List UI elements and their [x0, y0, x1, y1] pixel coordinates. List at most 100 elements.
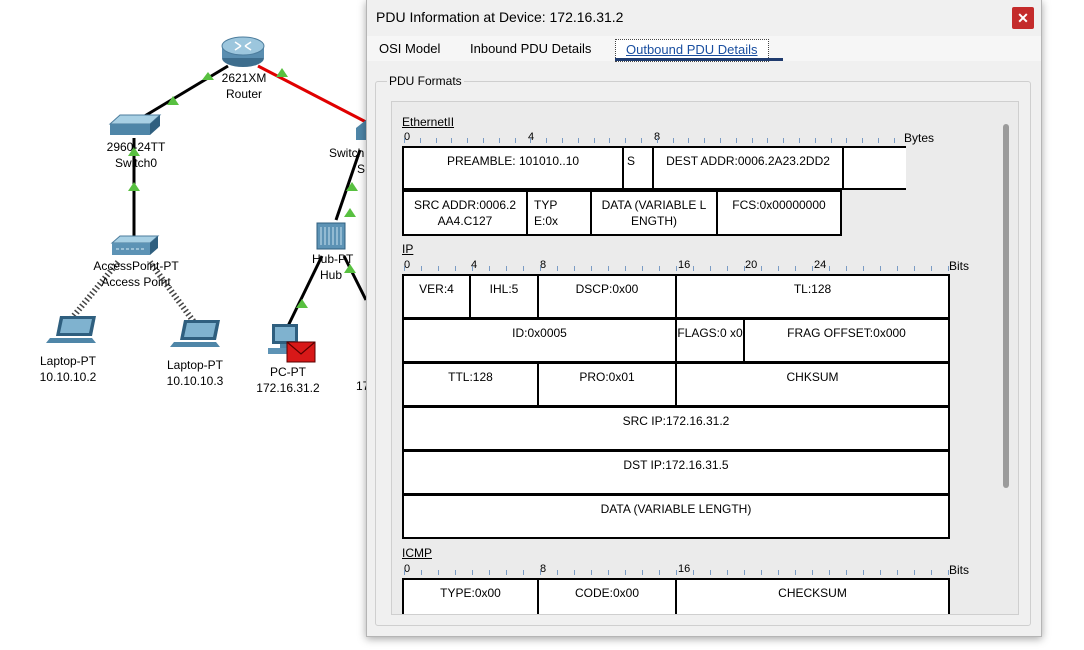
ip-ruler: 0 4 8 16 20 24: [404, 259, 914, 271]
ruler-tick: [914, 570, 915, 575]
router-icon[interactable]: [221, 36, 265, 67]
icmp-section-title: ICMP: [402, 546, 432, 560]
switch-icon[interactable]: [356, 120, 366, 140]
ruler-tick: [751, 138, 753, 143]
ruler-tick: [438, 570, 439, 575]
ruler-tick: [693, 570, 694, 575]
ruler-tick: [514, 138, 516, 143]
ruler-tick: [672, 138, 674, 143]
ruler-tick: [557, 266, 558, 271]
ruler-label: 8: [654, 131, 661, 143]
switch1-name-label: S: [357, 162, 365, 176]
laptop-icon[interactable]: [46, 316, 96, 343]
ruler-tick: [608, 570, 609, 575]
access-point-icon[interactable]: [110, 235, 160, 255]
dialog-title: PDU Information at Device: 172.16.31.2: [376, 9, 624, 25]
laptop1-model-label: Laptop-PT: [40, 354, 97, 368]
ruler-tick: [693, 266, 694, 271]
ruler-tick: [574, 266, 575, 271]
ruler-tick: [931, 266, 932, 271]
link-up-marker: [167, 96, 179, 105]
tab-bar: OSI Model Inbound PDU Details Outbound P…: [367, 36, 1041, 62]
ip-id-field: ID:0x0005: [402, 318, 677, 363]
ruler-tick: [608, 266, 609, 271]
link-router-switch0[interactable]: [137, 64, 229, 122]
ruler-tick: [591, 570, 592, 575]
ruler-tick: [767, 138, 769, 143]
ruler-tick: [659, 266, 660, 271]
ruler-tick: [761, 570, 762, 575]
envelope-icon[interactable]: [286, 341, 316, 363]
link-hub-pc[interactable]: [286, 255, 324, 327]
eth-sfd-field: S: [622, 146, 654, 190]
ruler-tick: [783, 138, 785, 143]
ruler-tick: [593, 138, 595, 143]
laptop2-model-label: Laptop-PT: [167, 358, 224, 372]
ip-section-title: IP: [402, 242, 414, 256]
ip-chksum-field: CHKSUM: [675, 362, 950, 407]
ethernet-unit-label: Bytes: [904, 131, 935, 145]
ruler-tick: [897, 266, 898, 271]
ruler-tick: [451, 138, 453, 143]
ruler-tick: [830, 138, 832, 143]
ip-unit-label: Bits: [949, 259, 970, 273]
ruler-tick: [744, 570, 745, 575]
ruler-tick: [609, 138, 611, 143]
ruler-tick: [404, 266, 405, 271]
ruler-tick: [472, 570, 473, 575]
eth-data-field: DATA (VARIABLE L ENGTH): [590, 190, 718, 236]
ruler-tick: [799, 138, 800, 143]
ruler-tick: [467, 138, 469, 143]
ruler-tick: [863, 570, 864, 575]
laptop-icon[interactable]: [170, 320, 220, 347]
ruler-tick: [863, 266, 864, 271]
ruler-label: 24: [814, 259, 827, 271]
pc-ip-label: 172.16.31.2: [256, 381, 320, 395]
ruler-tick: [404, 570, 405, 575]
ruler-label: 20: [745, 259, 758, 271]
link-hub-pc2[interactable]: [342, 255, 368, 301]
close-button[interactable]: ✕: [1012, 7, 1034, 29]
hub-name-label: Hub: [320, 268, 342, 282]
active-tab-indicator: [615, 58, 783, 61]
eth-src-addr-field: SRC ADDR:0006.2 AA4.C127: [402, 190, 528, 236]
ruler-tick: [880, 570, 881, 575]
link-up-marker: [344, 208, 356, 217]
ruler-tick: [829, 266, 830, 271]
ruler-tick: [498, 138, 500, 143]
ruler-tick: [557, 570, 558, 575]
tab-inbound-pdu-details[interactable]: Inbound PDU Details: [470, 41, 592, 56]
hub-model-label: Hub-PT: [312, 252, 354, 266]
ruler-tick: [577, 138, 579, 143]
icmp-checksum-field: CHECKSUM: [675, 578, 950, 614]
tab-outbound-pdu-details[interactable]: Outbound PDU Details: [615, 39, 769, 62]
ruler-tick: [472, 266, 473, 271]
ruler-tick: [562, 138, 563, 143]
ruler-tick: [846, 570, 847, 575]
vertical-scrollbar[interactable]: [1003, 124, 1009, 488]
icmp-unit-label: Bits: [949, 563, 970, 577]
link-router-switch1[interactable]: [257, 64, 367, 124]
link-up-marker: [296, 299, 308, 308]
pdu-formats-scroll-area[interactable]: EthernetII 0 4 8 Bytes PREAMBLE: 101010.…: [391, 101, 1019, 615]
laptop1-ip-label: 10.10.10.2: [40, 370, 97, 384]
ip-ver-field: VER:4: [402, 274, 471, 319]
ruler-tick: [710, 570, 711, 575]
ip-src-ip-field: SRC IP:172.16.31.2: [402, 406, 950, 451]
pc-icon[interactable]: [268, 324, 300, 354]
ruler-tick: [931, 570, 932, 575]
ip-pro-field: PRO:0x01: [537, 362, 677, 407]
ruler-tick: [625, 138, 627, 143]
ruler-tick: [540, 266, 541, 271]
ruler-tick: [878, 138, 879, 143]
ruler-tick: [523, 570, 524, 575]
link-up-marker: [346, 182, 358, 191]
tab-osi-model[interactable]: OSI Model: [379, 41, 441, 56]
switch-icon[interactable]: [108, 114, 162, 135]
hub-icon[interactable]: [316, 222, 346, 250]
icmp-type-field: TYPE:0x00: [402, 578, 539, 614]
ruler-tick: [914, 266, 915, 271]
ruler-tick: [710, 266, 711, 271]
link-switch1-hub[interactable]: [334, 149, 362, 221]
